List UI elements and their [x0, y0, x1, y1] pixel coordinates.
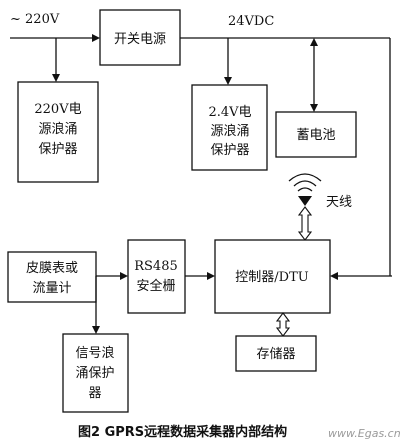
battery-box [275, 111, 357, 158]
surge-220-line-2: 源浪涌 [38, 122, 77, 137]
antenna-controller-hollow-arrow [297, 206, 313, 241]
surge-24-line-2: 源浪涌 [210, 124, 249, 139]
signal-surge-line-2: 涌保护 [75, 366, 114, 381]
surge-220-box [17, 81, 99, 183]
barrier-controller-arrowhead [207, 272, 215, 280]
input-220v-label: ~ 220V [10, 12, 60, 27]
switch-power-box [99, 9, 181, 66]
signal-surge-line-1: 信号浪 [75, 346, 114, 361]
sensor-line-2: 流量计 [32, 281, 71, 296]
surge-220-line-3: 保护器 [38, 142, 77, 157]
surge-24-line-3: 保护器 [210, 143, 249, 158]
sensor-barrier-arrowhead [120, 272, 128, 280]
watermark: www.Egas.cn [328, 427, 400, 440]
battery-label: 蓄电池 [296, 128, 335, 143]
surge-220-line-1: 220V电 [34, 102, 81, 117]
controller-memory-hollow-arrow [275, 312, 291, 337]
surge-24-box [191, 84, 268, 171]
signal-surge-box [62, 333, 129, 413]
barrier-box [127, 239, 186, 314]
sensor-line-1: 皮膜表或 [26, 261, 78, 276]
surge-24-line-1: 2.4V电 [208, 105, 251, 120]
switch-power-label: 开关电源 [114, 32, 166, 47]
memory-box [235, 335, 317, 372]
antenna-label: 天线 [326, 195, 352, 210]
controller-label: 控制器/DTU [235, 270, 308, 285]
barrier-line-2: 安全栅 [136, 278, 175, 294]
antenna-icon [288, 173, 322, 206]
ac-input-arrowhead [92, 34, 100, 42]
dc-24v-label: 24VDC [228, 14, 274, 29]
ac-to-surge-arrowhead [52, 74, 60, 82]
dc-to-surge24-arrowhead [224, 77, 232, 85]
signal-surge-line-3: 器 [88, 386, 101, 401]
sensor-signal-arrowhead [92, 326, 100, 334]
barrier-line-1: RS485 [134, 259, 178, 274]
dc-battery-arrowhead-down [310, 104, 318, 112]
figure-caption: 图2 GPRS远程数据采集器内部结构 [78, 424, 287, 440]
controller-box [214, 239, 331, 314]
dc-battery-arrowhead-up [310, 38, 318, 46]
memory-label: 存储器 [256, 347, 295, 362]
sensor-box [7, 251, 97, 303]
external-input-arrowhead [330, 272, 338, 280]
